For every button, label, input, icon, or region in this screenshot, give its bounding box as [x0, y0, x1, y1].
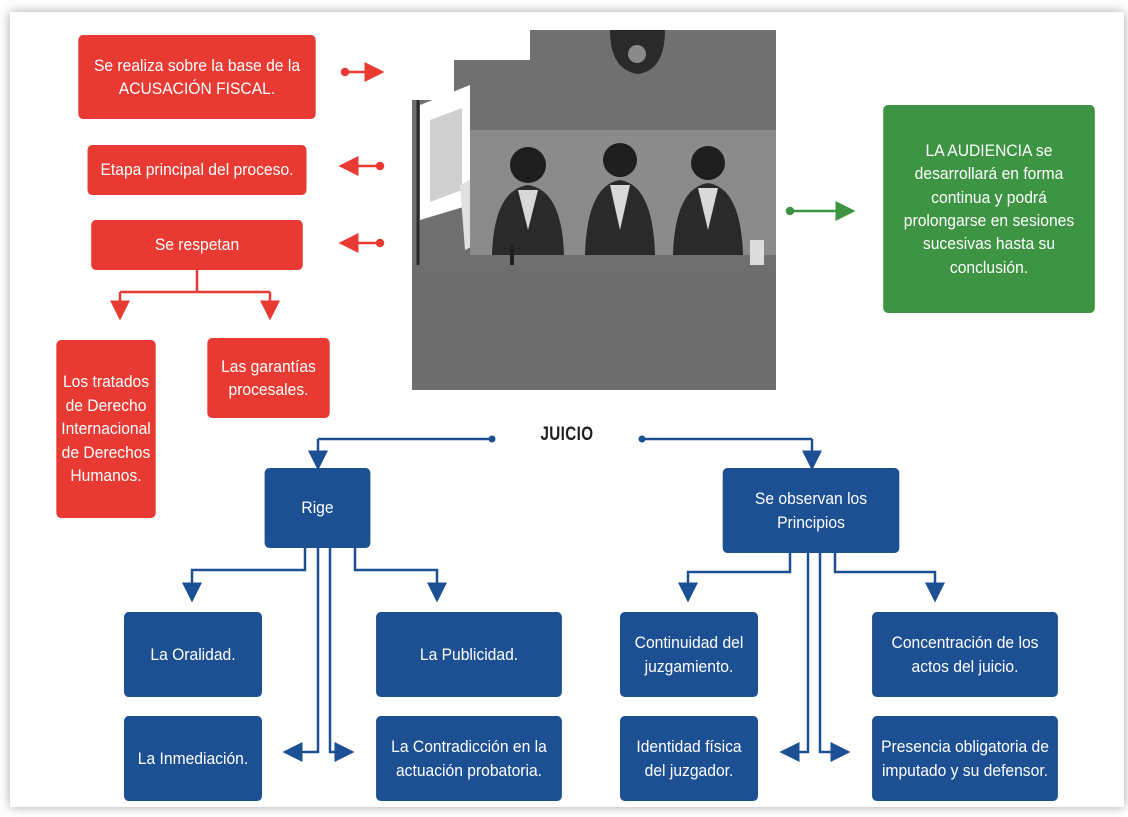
inmediacion-box: La Inmediación.	[124, 716, 262, 801]
principios-box: Se observan los Principios	[722, 468, 900, 553]
contradiccion-box: La Contradicción en la actuación probato…	[376, 716, 562, 801]
garantias-box: Las garantías procesales.	[207, 338, 330, 418]
publicidad-box: La Publicidad.	[376, 612, 562, 697]
presencia-box: Presencia obligatoria de imputado y su d…	[872, 716, 1058, 801]
tribunal-illustration	[410, 30, 776, 390]
se-respetan-box: Se respetan	[91, 220, 303, 270]
rige-box: Rige	[264, 468, 371, 548]
judge-1-figure	[492, 147, 564, 255]
emblem-icon	[610, 30, 665, 74]
identidad-box: Identidad física del juzgador.	[620, 716, 758, 801]
audiencia-box: LA AUDIENCIA se desarrollará en forma co…	[883, 105, 1095, 313]
judge-3-figure	[673, 146, 743, 255]
tratados-box: Los tratados de Derecho Internacional de…	[56, 340, 156, 518]
diagram-title: JUICIO	[540, 424, 594, 445]
acusacion-fiscal-box: Se realiza sobre la base de la ACUSACIÓN…	[78, 35, 316, 119]
oralidad-box: La Oralidad.	[124, 612, 262, 697]
continuidad-box: Continuidad del juzgamiento.	[620, 612, 758, 697]
judge-2-figure	[585, 143, 655, 255]
concentracion-box: Concentración de los actos del juicio.	[872, 612, 1058, 697]
etapa-principal-box: Etapa principal del proceso.	[87, 145, 307, 195]
